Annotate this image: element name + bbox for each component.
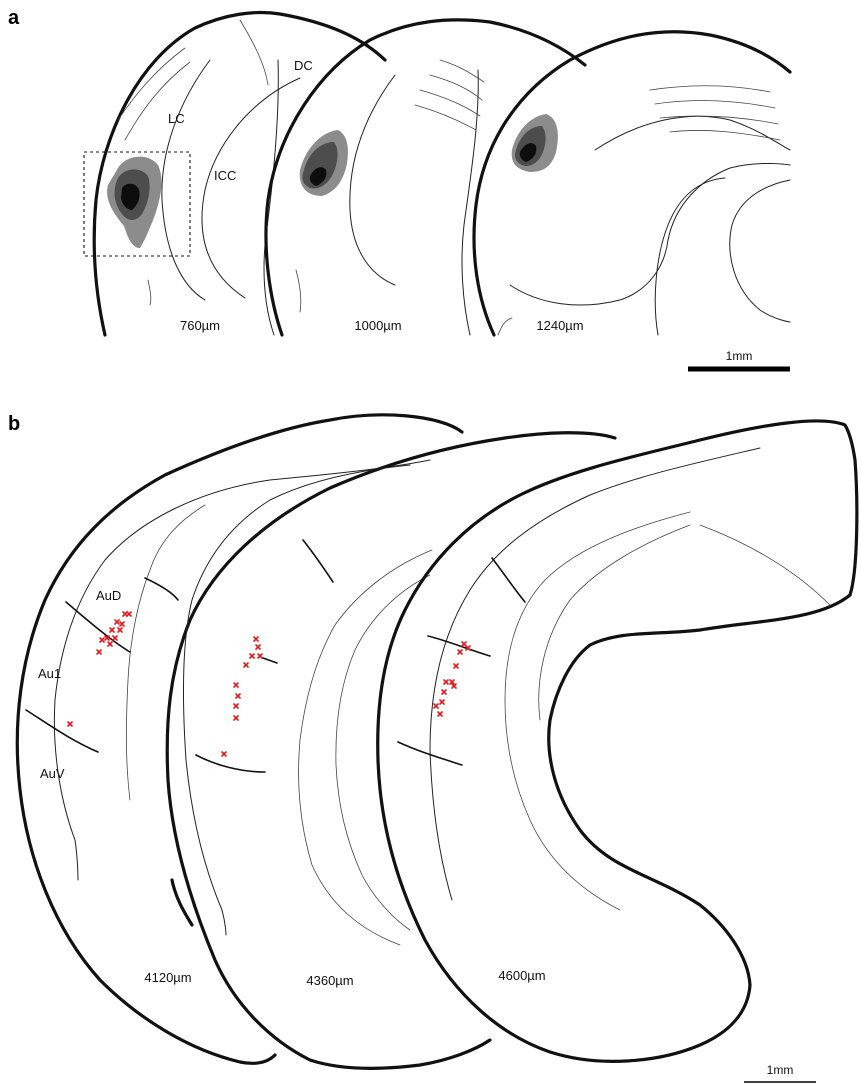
recording-site-marker [438,712,442,716]
b-section-2-inner [184,465,410,935]
label-dc: DC [294,58,313,73]
recording-site-marker [120,622,124,626]
depth-label-a1: 760µm [180,318,220,333]
section-3-fiber-5 [498,318,512,335]
panel-a-section-3: 1240µm [474,32,790,335]
recording-site-marker [113,636,117,640]
b-section-2-layer-2 [336,575,430,930]
panel-b-letter: b [8,413,20,435]
b-section-1-au1-border [26,710,98,752]
b-section-3-markers [434,642,470,716]
label-au1: Au1 [38,666,61,681]
label-auv: AuV [40,766,65,781]
b-section-1-inner [54,460,430,880]
depth-label-b3: 4600µm [498,968,545,983]
panel-b-section-3: 4600µm [378,421,857,1061]
recording-site-marker [108,642,112,646]
depth-label-a3: 1240µm [536,318,583,333]
label-lc: LC [168,111,185,126]
depth-label-b1: 4120µm [144,970,191,985]
section-1-icc-border [202,78,300,298]
section-2-lc-border [350,75,395,285]
b-section-3-layer-3 [539,525,690,720]
section-1-fiber-4 [148,280,151,305]
section-3-inner-lobe [655,178,725,335]
depth-label-b2: 4360µm [306,973,353,988]
recording-site-marker [115,620,119,624]
recording-site-marker [68,722,72,726]
section-2-lesion [300,130,348,196]
panel-a-letter: a [8,7,20,29]
recording-site-marker [100,638,104,642]
section-1-fiber-2 [125,62,190,140]
section-1-fiber-3 [240,20,268,85]
recording-site-marker [127,612,131,616]
section-3-lesion [512,114,558,172]
panel-a-section-2: 1000µm [266,20,585,335]
recording-site-marker [250,654,254,658]
recording-site-marker [444,680,448,684]
b-section-2-border-1 [303,540,333,582]
panel-b: b AuD Au1 AuV [8,413,857,1082]
recording-site-marker [440,700,444,704]
b-section-1-outline [17,415,462,1063]
label-aud: AuD [96,588,121,603]
section-3-fiber-2 [655,101,775,108]
recording-site-marker [234,683,238,687]
recording-site-marker [442,690,446,694]
b-section-2-border-2 [263,658,277,663]
b-section-2-markers [222,637,262,756]
section-2-fiber-4 [440,60,484,82]
section-1-lesion [107,157,161,248]
recording-site-marker [234,716,238,720]
b-section-1-top-border [145,578,178,600]
section-3-lower-contour [510,163,790,305]
b-section-3-inner [430,448,760,900]
recording-site-marker [236,694,240,698]
section-2-fiber-2 [420,90,480,116]
section-2-fiber-3 [415,105,476,130]
recording-site-marker [254,637,258,641]
section-3-small-lobe [730,180,790,322]
recording-site-marker [458,650,462,654]
recording-site-marker [434,704,438,708]
panel-a: a DC LC ICC 760µm [8,7,790,369]
b-section-1-aud-border [66,602,130,652]
recording-site-marker [97,650,101,654]
recording-site-marker [234,704,238,708]
b-section-3-border-1 [492,558,525,602]
depth-label-a2: 1000µm [354,318,401,333]
label-icc: ICC [214,168,236,183]
b-section-3-outline [378,421,857,1061]
recording-site-marker [454,664,458,668]
recording-site-marker [110,628,114,632]
scale-bar-b-label: 1mm [767,1063,794,1077]
recording-site-marker [222,752,226,756]
recording-site-marker [244,663,248,667]
recording-site-marker [462,642,466,646]
b-section-3-layer-2 [700,525,830,605]
section-1-lc-border [162,60,210,300]
recording-site-marker [123,612,127,616]
scale-bar-a-label: 1mm [726,349,753,363]
panel-b-section-1: AuD Au1 AuV 4120µm [17,415,462,1063]
section-2-fiber-1 [430,75,482,100]
section-1-fiber-1 [118,48,185,120]
recording-site-marker [258,654,262,658]
recording-site-marker [256,645,260,649]
section-2-fiber-5 [296,270,301,312]
recording-site-marker [118,628,122,632]
b-section-2-border-3 [196,755,265,772]
section-3-fiber-1 [650,86,770,92]
